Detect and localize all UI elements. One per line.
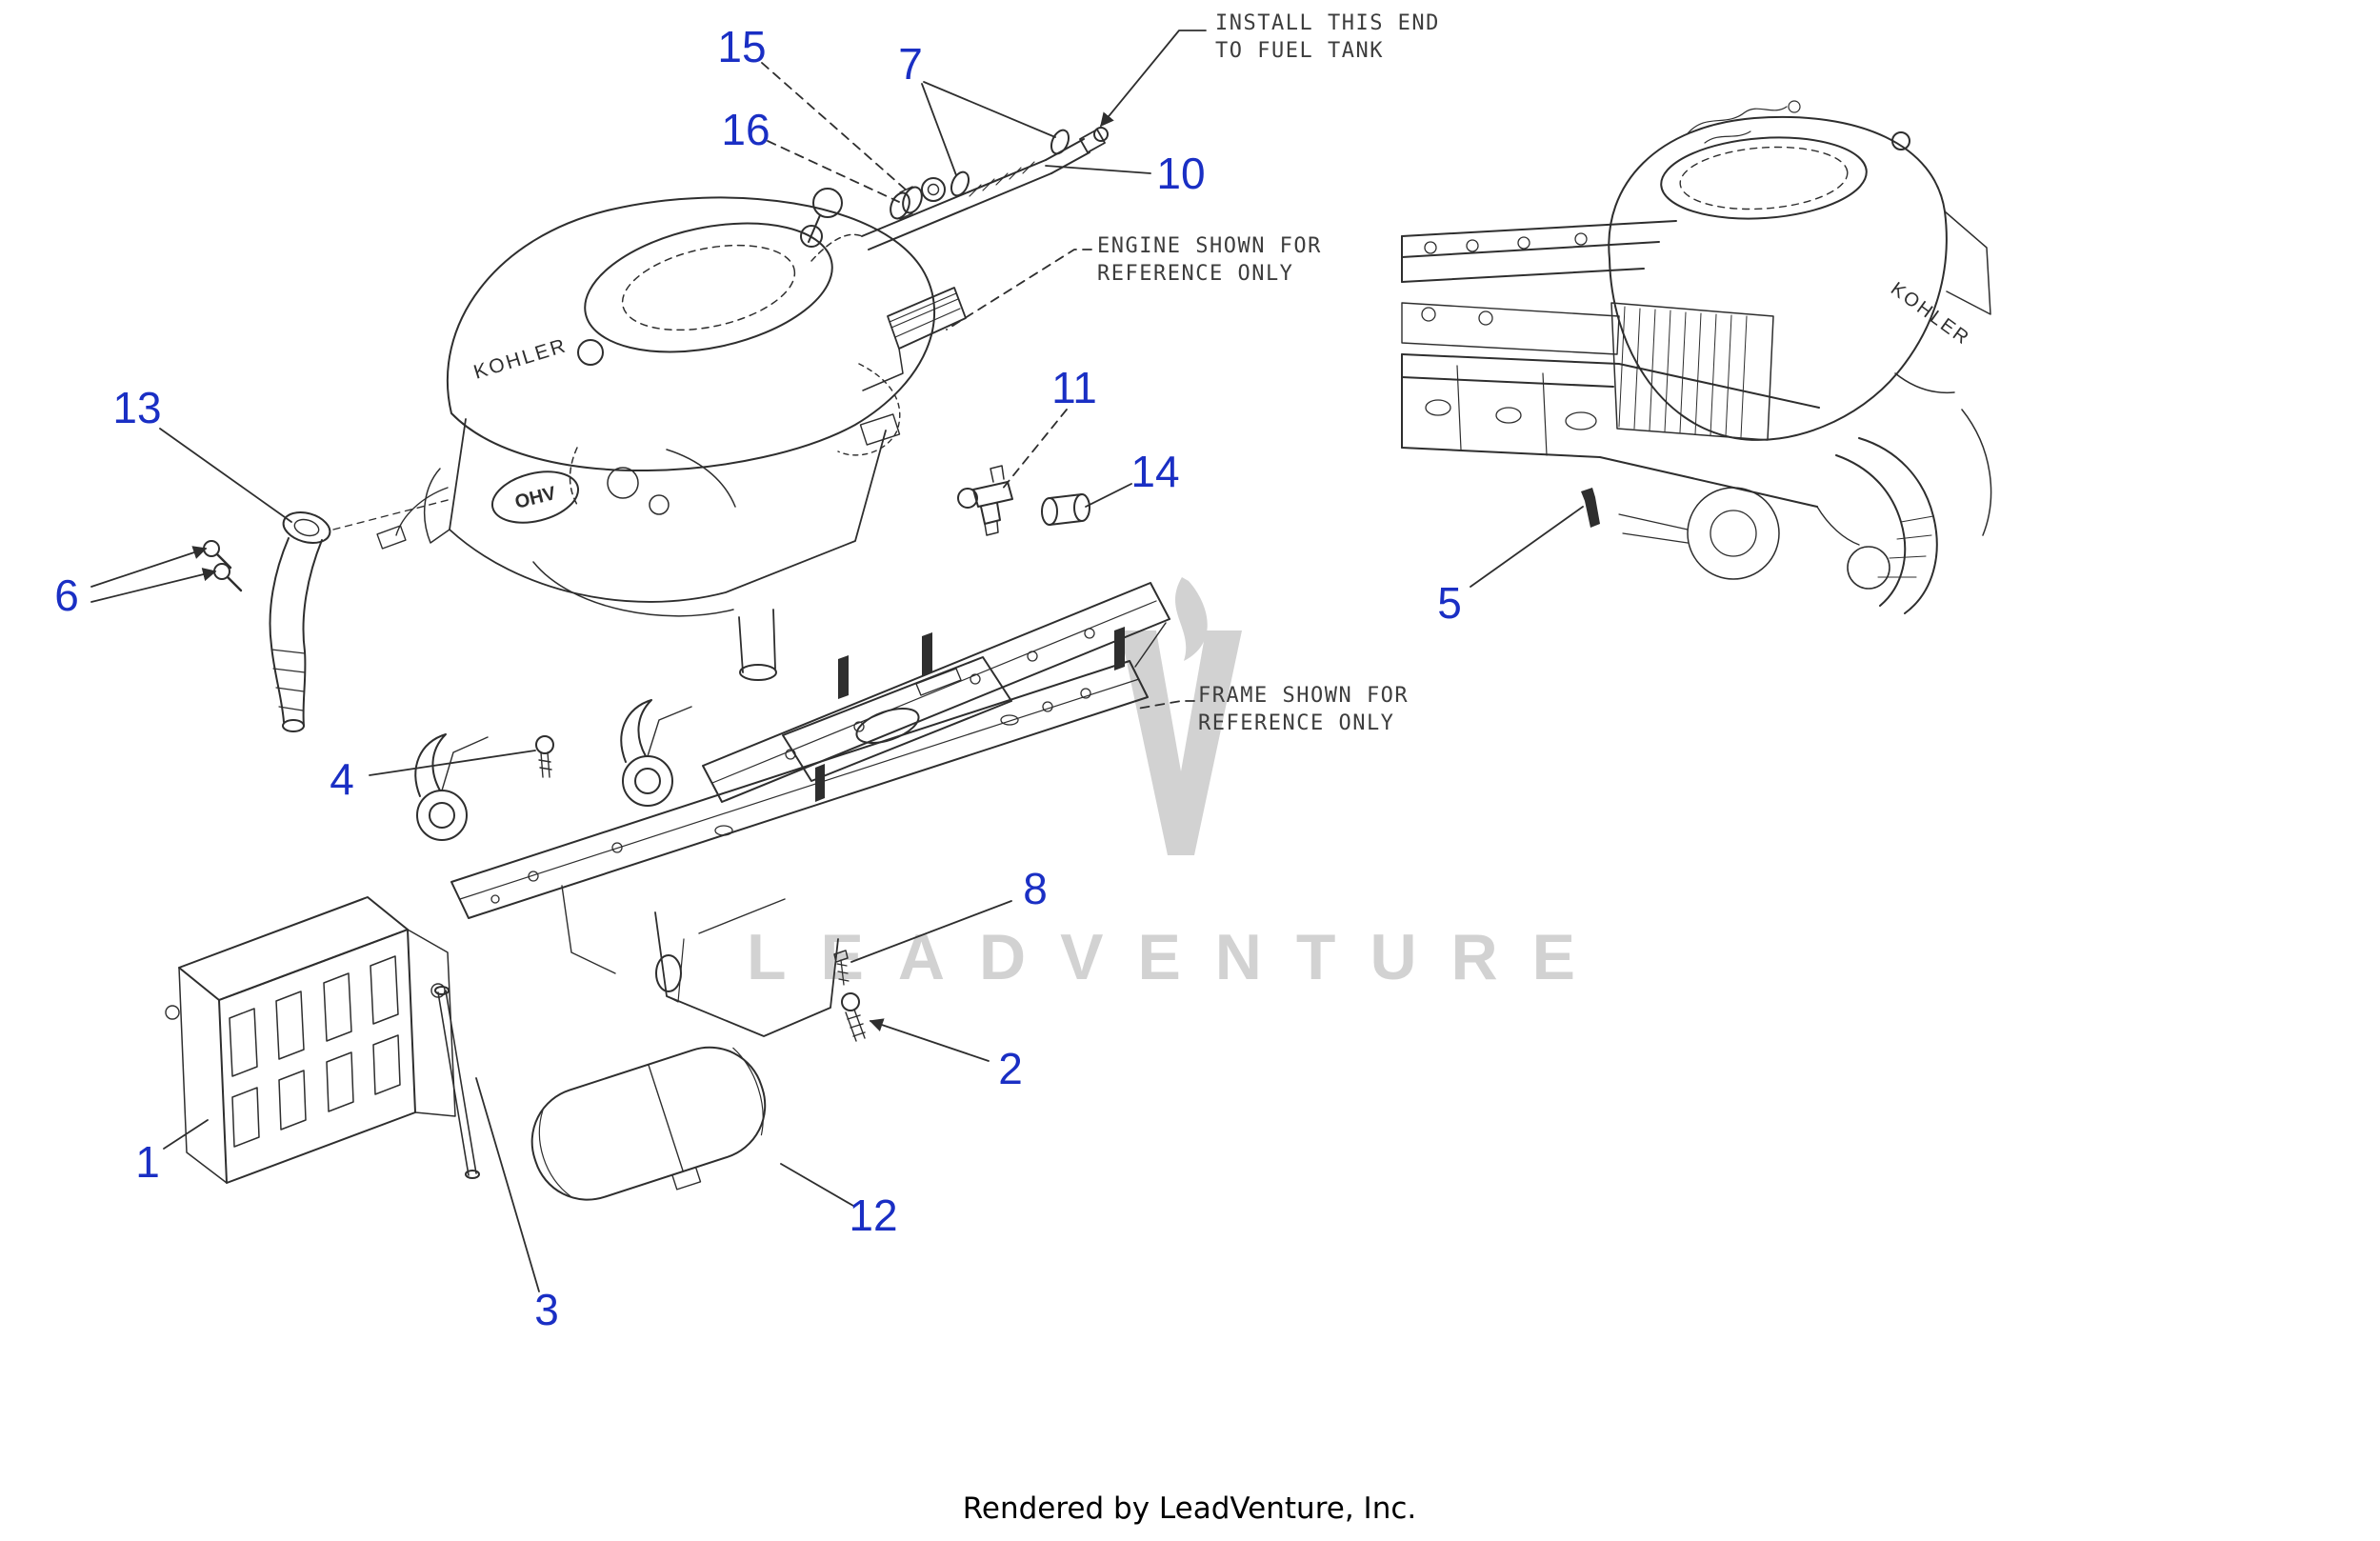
part-8-screw <box>833 950 850 986</box>
note-install-line2: TO FUEL TANK <box>1215 39 1384 64</box>
leader-12 <box>780 1163 854 1207</box>
note-engine-line1: ENGINE SHOWN FOR <box>1097 234 1322 258</box>
engine-front-view <box>376 188 967 681</box>
leader-8 <box>850 900 1012 963</box>
callout-15: 15 <box>717 22 767 71</box>
hose-clamp <box>1050 129 1070 155</box>
callout-1: 1 <box>135 1137 160 1187</box>
leader-10 <box>1045 165 1151 174</box>
fuel-line-damper <box>890 191 910 220</box>
part-6-bolts <box>203 540 243 592</box>
note-frame-reference: FRAME SHOWN FOR REFERENCE ONLY <box>1198 682 1409 737</box>
callout-11: 11 <box>1051 363 1097 412</box>
callout-3: 3 <box>534 1285 559 1334</box>
heat-shield <box>165 896 456 1184</box>
engine-brand-label: KOHLER <box>471 334 570 384</box>
note-engine-line2: REFERENCE ONLY <box>1097 262 1294 287</box>
leader-11 <box>1001 409 1068 490</box>
part-4-bolt <box>535 735 554 778</box>
exhaust-pipe <box>269 498 452 732</box>
leader-lines <box>90 30 1584 1292</box>
leader-16 <box>767 140 900 203</box>
footer-credit: Rendered by LeadVenture, Inc. <box>962 1491 1417 1526</box>
frame-holes-right <box>1421 232 1597 430</box>
engine-mounted-view <box>1401 100 1992 614</box>
callout-7: 7 <box>898 39 923 89</box>
leader-15 <box>761 62 908 191</box>
callout-4: 4 <box>330 754 354 804</box>
part-11-fuel-fitting <box>957 465 1013 536</box>
leader-14 <box>1085 483 1132 508</box>
leadventure-flame-logo <box>1120 577 1242 855</box>
leader-7a <box>921 83 957 176</box>
note-frame-line2: REFERENCE ONLY <box>1198 711 1395 736</box>
leader-7b <box>923 81 1056 138</box>
callout-10: 10 <box>1156 149 1206 198</box>
note-frame-line1: FRAME SHOWN FOR <box>1198 684 1410 708</box>
leader-6a <box>90 546 208 588</box>
leader-frame-note <box>1136 700 1195 710</box>
part-2-bolt <box>841 992 866 1042</box>
note-install: INSTALL THIS END TO FUEL TANK <box>1215 10 1440 65</box>
muffler <box>530 1046 767 1201</box>
hose-clamp <box>950 170 970 197</box>
ohv-label: OHV <box>513 483 559 513</box>
frame-assembly <box>414 582 1170 1037</box>
fuel-line-assembly <box>861 127 1109 250</box>
part-5-bolt <box>1581 488 1600 528</box>
leader-1 <box>163 1119 209 1150</box>
callout-5: 5 <box>1437 578 1462 628</box>
callout-8: 8 <box>1023 864 1048 913</box>
callout-12: 12 <box>849 1191 898 1240</box>
leader-install-note <box>1100 30 1207 128</box>
leadventure-watermark: LEADVENTURE <box>746 921 1610 993</box>
leader-6b <box>90 568 217 603</box>
part-14-cap <box>1041 493 1090 526</box>
callout-13: 13 <box>112 383 162 432</box>
heat-shield-slots <box>229 955 401 1148</box>
frame-holes <box>490 628 1095 904</box>
fuel-line-grommet <box>921 177 946 202</box>
part-3-rod <box>434 986 480 1179</box>
note-engine-reference: ENGINE SHOWN FOR REFERENCE ONLY <box>1097 232 1322 288</box>
note-install-line1: INSTALL THIS END <box>1215 11 1440 35</box>
leader-3 <box>475 1077 540 1292</box>
callout-16: 16 <box>721 105 770 154</box>
leader-engine-note <box>946 249 1092 330</box>
leader-2 <box>869 1018 990 1062</box>
leader-13 <box>159 428 292 523</box>
engine-brand-label-right: KOHLER <box>1887 278 1974 350</box>
leader-4 <box>369 750 536 776</box>
callout-2: 2 <box>998 1044 1023 1093</box>
callout-6: 6 <box>54 570 79 620</box>
leader-5 <box>1470 506 1584 588</box>
callout-14: 14 <box>1130 447 1180 496</box>
frame-bolts <box>815 627 1125 802</box>
